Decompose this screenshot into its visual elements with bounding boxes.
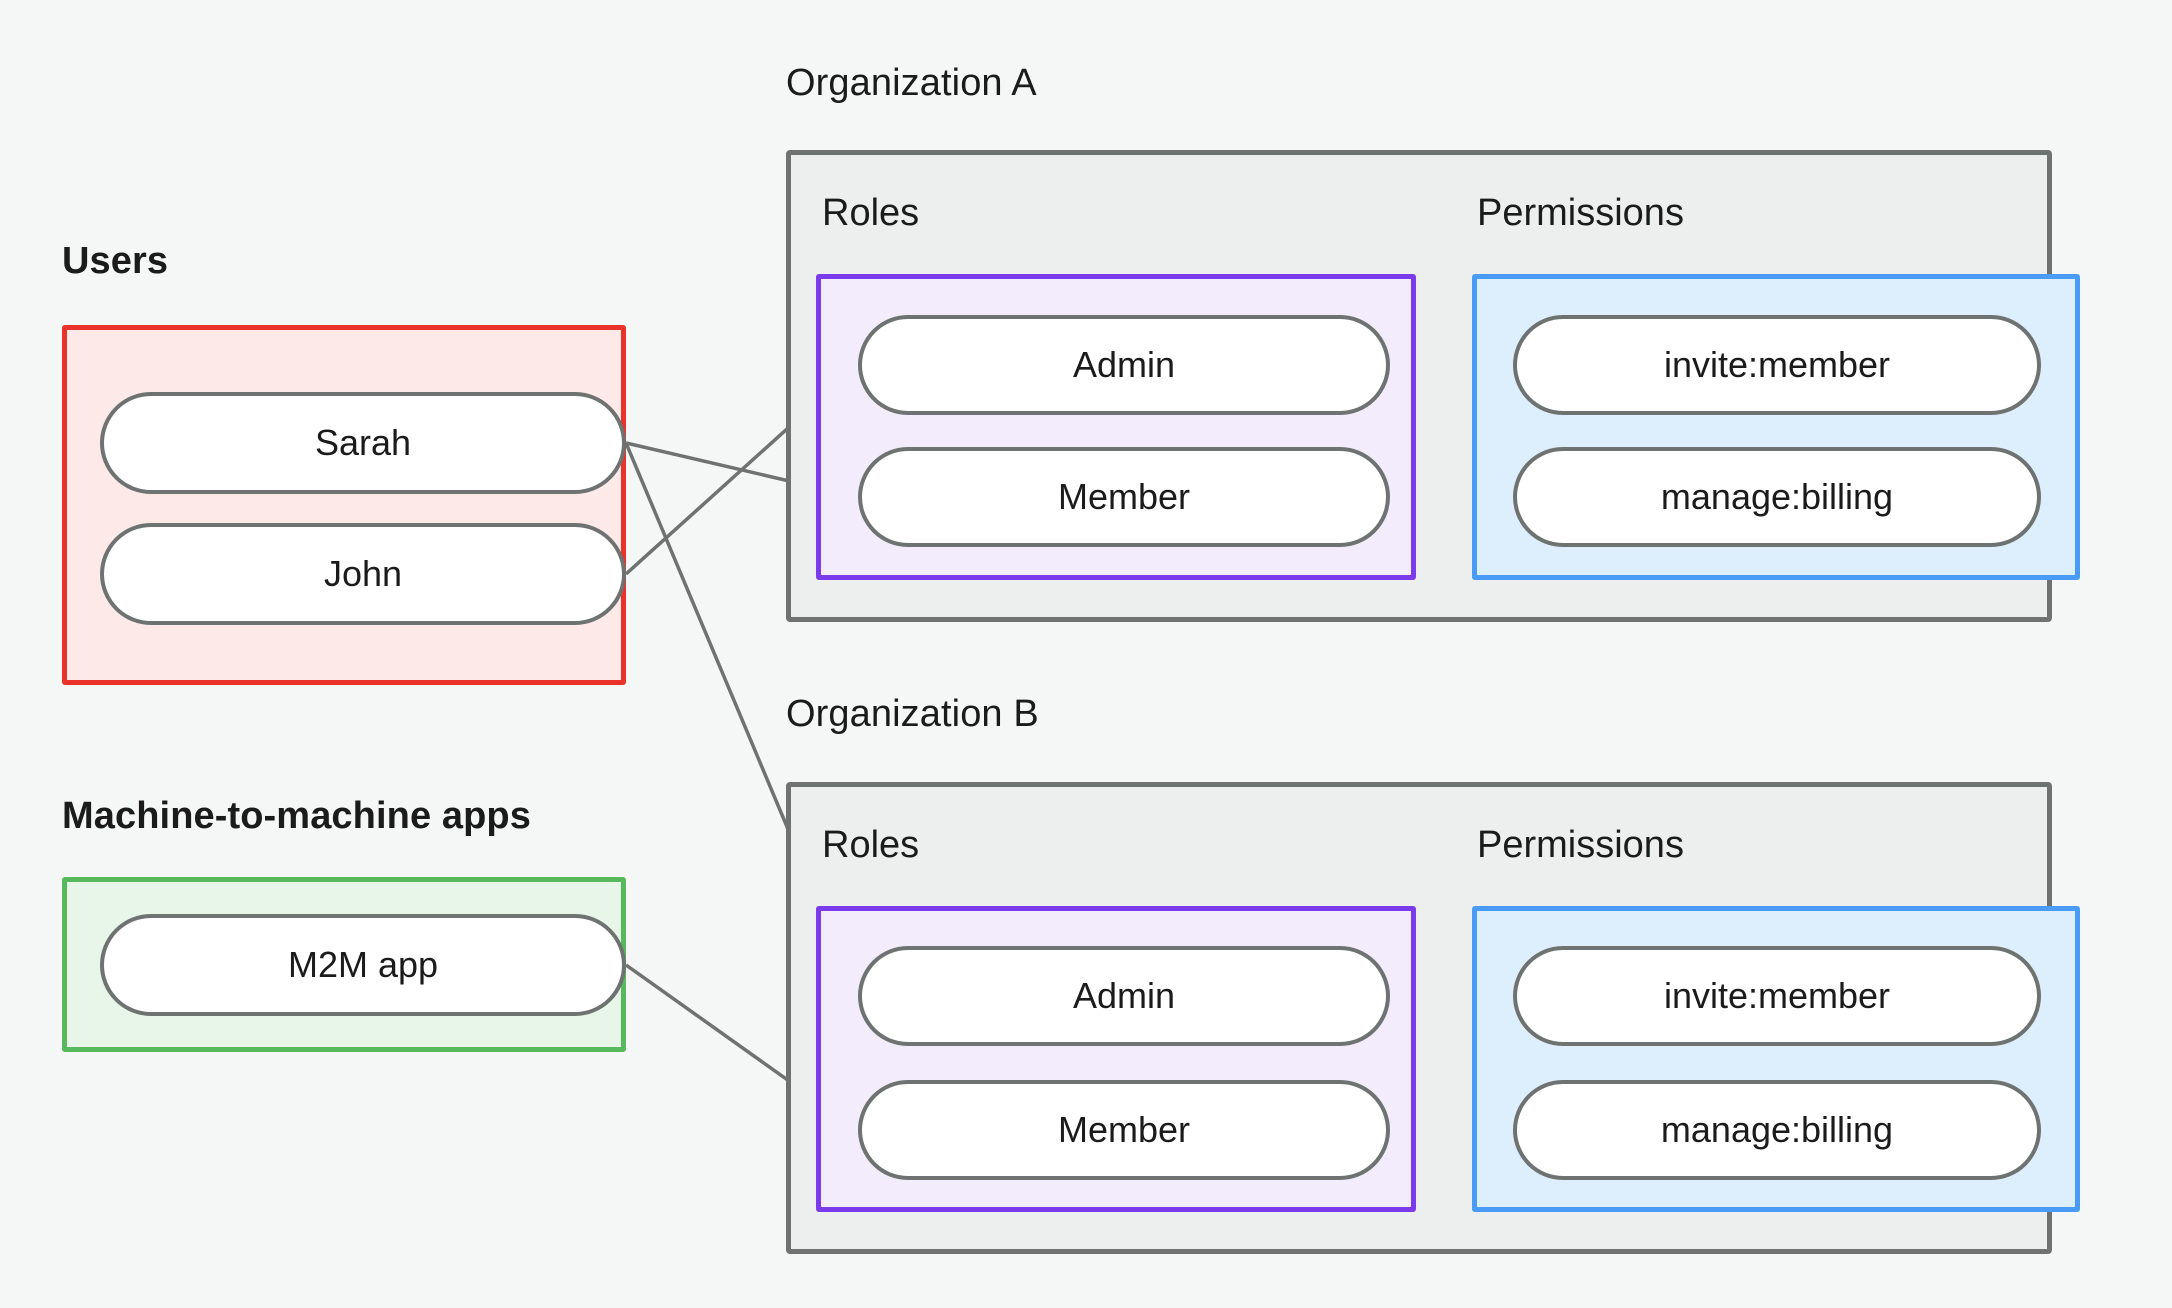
organization-a-permission-pill-manage-billing[interactable]: manage:billing <box>1513 447 2041 547</box>
organization-a-permission-invite-member-label: invite:member <box>1663 344 1891 385</box>
organization-a-permission-pill-invite-member[interactable]: invite:member <box>1513 315 2041 415</box>
organization-a-permissions-caption: Permissions <box>1477 192 1684 234</box>
organization-a-role-pill-admin[interactable]: Admin <box>858 315 1390 415</box>
organization-b-caption: Organization B <box>786 693 1039 735</box>
organization-b-roles-caption: Roles <box>822 824 920 866</box>
organization-b-permission-invite-member-label: invite:member <box>1663 975 1891 1016</box>
organization-a-roles-caption: Roles <box>822 192 920 234</box>
user-pill-sarah-label: Sarah <box>314 422 412 463</box>
user-pill-sarah[interactable]: Sarah <box>100 392 626 494</box>
organization-a-role-admin-label: Admin <box>1072 344 1176 385</box>
organization-b-role-pill-admin[interactable]: Admin <box>858 946 1390 1046</box>
organization-a-caption: Organization A <box>786 62 1037 104</box>
organization-b-role-admin-label: Admin <box>1072 975 1176 1016</box>
m2m-pill-app[interactable]: M2M app <box>100 914 626 1016</box>
m2m-caption: Machine-to-machine apps <box>62 795 531 837</box>
organization-b-permission-pill-invite-member[interactable]: invite:member <box>1513 946 2041 1046</box>
organization-a-permission-manage-billing-label: manage:billing <box>1660 476 1894 517</box>
organization-b-permission-manage-billing-label: manage:billing <box>1660 1109 1894 1150</box>
user-pill-john[interactable]: John <box>100 523 626 625</box>
organization-b-role-member-label: Member <box>1057 1109 1191 1150</box>
users-caption: Users <box>62 240 169 282</box>
organization-a-role-member-label: Member <box>1057 476 1191 517</box>
users-group-box <box>62 325 626 685</box>
organization-b-permission-pill-manage-billing[interactable]: manage:billing <box>1513 1080 2041 1180</box>
user-pill-john-label: John <box>323 553 403 594</box>
organization-b-role-pill-member[interactable]: Member <box>858 1080 1390 1180</box>
organization-b-permissions-caption: Permissions <box>1477 824 1684 866</box>
m2m-pill-app-label: M2M app <box>287 944 439 985</box>
organization-a-role-pill-member[interactable]: Member <box>858 447 1390 547</box>
